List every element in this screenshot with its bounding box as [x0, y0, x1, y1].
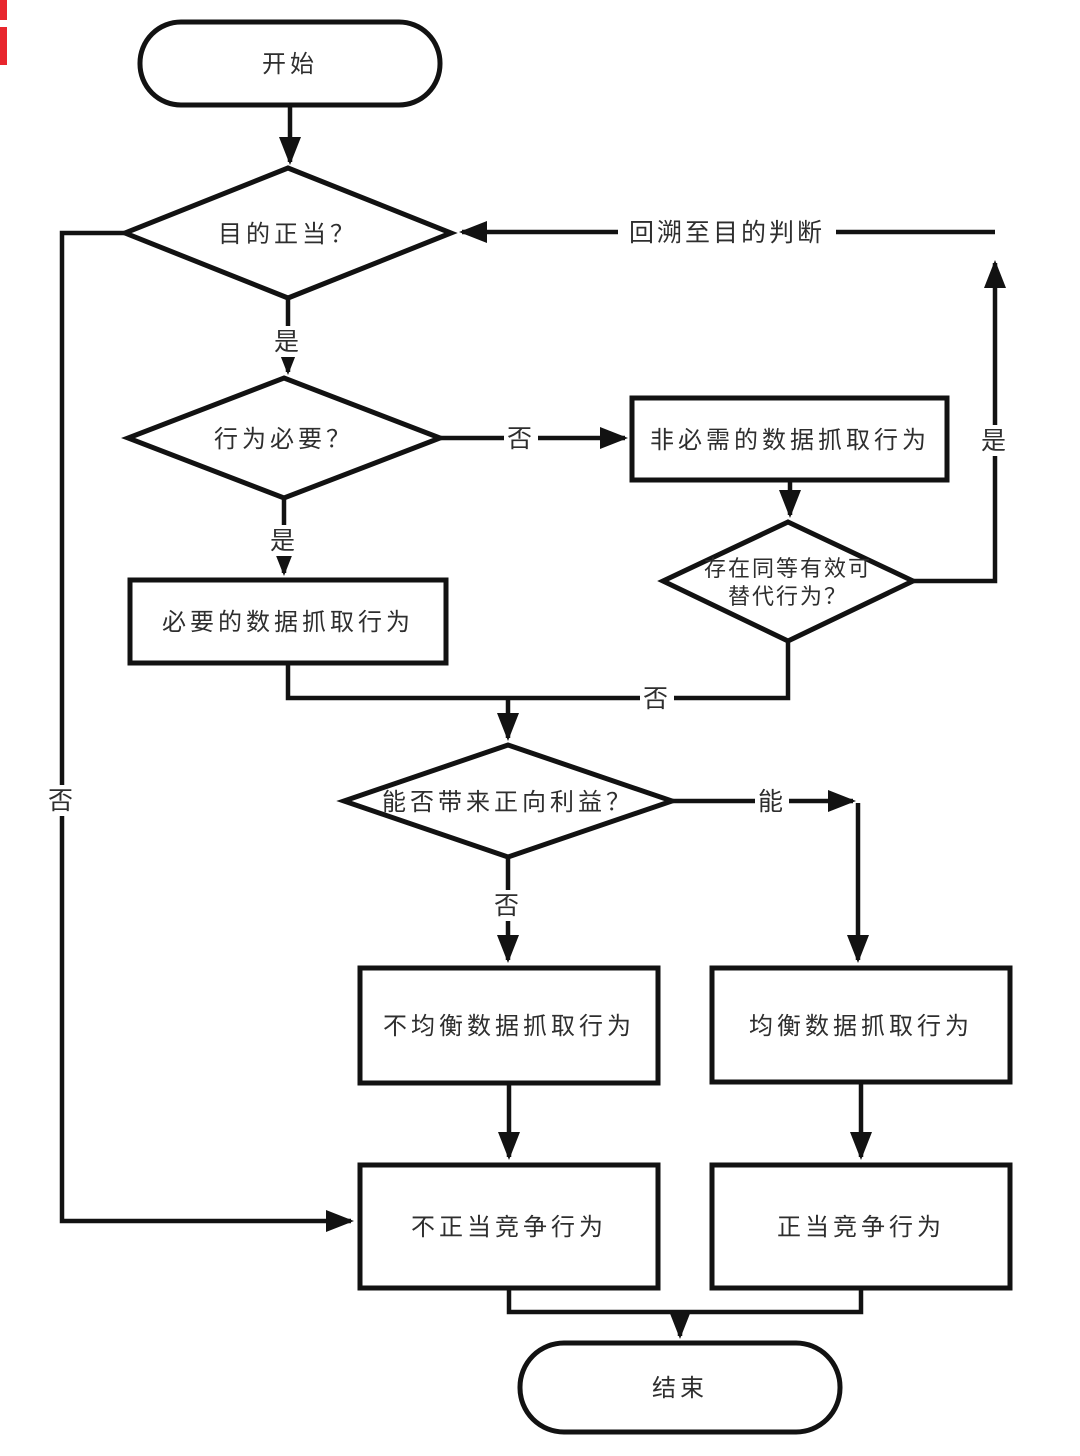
- fair-box-label: 正当竞争行为: [777, 1214, 945, 1241]
- label-text: 否: [643, 685, 671, 713]
- label-bg: [45, 785, 79, 816]
- alternative-label-line1: 存在同等有效可: [704, 556, 872, 581]
- alternative-diamond: [657, 519, 919, 644]
- end-capsule: [517, 1340, 843, 1435]
- node-start: 开始: [137, 19, 443, 108]
- label-text: 否: [494, 892, 522, 920]
- necessary-diamond: [121, 375, 447, 501]
- edge-label-necessary-yes: 是: [267, 525, 301, 556]
- start-capsule: [137, 19, 443, 108]
- label-text: 是: [981, 427, 1009, 455]
- start-label: 开始: [262, 51, 318, 78]
- label-text: 回溯至目的判断: [629, 219, 825, 247]
- edge-label-backtrack: 回溯至目的判断: [618, 216, 836, 248]
- node-unbalanced-box: 不均衡数据抓取行为: [357, 965, 661, 1086]
- edge-label-purpose-yes: 是: [271, 326, 305, 357]
- node-alternative-decision: 存在同等有效可 替代行为？: [657, 519, 919, 644]
- red-edge-mark-top: [0, 0, 7, 20]
- edge-label-alternative-yes: 是: [978, 425, 1012, 456]
- benefit-diamond: [336, 742, 680, 860]
- node-nonessential-box: 非必需的数据抓取行为: [629, 395, 950, 483]
- unbalanced-box-rect: [357, 965, 661, 1086]
- edge-label-alternative-no: 否: [640, 683, 674, 714]
- nonessential-box-label: 非必需的数据抓取行为: [650, 427, 930, 454]
- edge-label-benefit-no: 否: [491, 890, 525, 921]
- edge-label-necessary-no: 否: [504, 423, 538, 454]
- necessary-box-rect: [127, 577, 449, 666]
- unfair-box-label: 不正当竞争行为: [411, 1214, 607, 1241]
- node-necessary-box: 必要的数据抓取行为: [127, 577, 449, 666]
- label-bg: [640, 683, 674, 714]
- red-edge-mark-lower: [0, 27, 7, 65]
- label-bg: [504, 423, 538, 454]
- benefit-label: 能否带来正向利益？: [382, 789, 634, 816]
- node-balanced-box: 均衡数据抓取行为: [709, 965, 1013, 1085]
- purpose-label: 目的正当？: [218, 221, 358, 248]
- label-text: 是: [270, 527, 298, 555]
- alternative-label-line2: 替代行为？: [728, 584, 848, 609]
- node-necessary-decision: 行为必要？: [121, 375, 447, 501]
- unfair-box-rect: [357, 1162, 661, 1291]
- label-bg: [267, 525, 301, 556]
- end-label: 结束: [652, 1375, 708, 1402]
- label-bg: [491, 890, 525, 921]
- balanced-box-label: 均衡数据抓取行为: [749, 1013, 973, 1040]
- node-purpose-decision: 目的正当？: [118, 165, 458, 301]
- unbalanced-box-label: 不均衡数据抓取行为: [383, 1013, 635, 1040]
- edge-merge-bar: [285, 641, 791, 701]
- fair-box-rect: [709, 1162, 1013, 1291]
- edge-alternative-yes-up: [913, 260, 1006, 584]
- label-text: 否: [507, 425, 535, 453]
- edge-bottom-merge-bar: [506, 1288, 864, 1315]
- label-bg: [618, 216, 836, 248]
- label-bg: [978, 425, 1012, 456]
- label-text: 是: [274, 328, 302, 356]
- necessary-label: 行为必要？: [214, 426, 354, 453]
- node-unfair-box: 不正当竞争行为: [357, 1162, 661, 1291]
- node-benefit-decision: 能否带来正向利益？: [336, 742, 680, 860]
- necessary-box-label: 必要的数据抓取行为: [162, 609, 414, 636]
- label-text: 否: [48, 787, 76, 815]
- node-end: 结束: [517, 1340, 843, 1435]
- node-fair-box: 正当竞争行为: [709, 1162, 1013, 1291]
- nonessential-box-rect: [629, 395, 950, 483]
- purpose-diamond: [118, 165, 458, 301]
- label-text: 能: [758, 788, 786, 816]
- label-bg: [271, 326, 305, 357]
- label-bg: [755, 786, 789, 817]
- edge-label-benefit-can: 能: [755, 786, 789, 817]
- balanced-box-rect: [709, 965, 1013, 1085]
- edge-label-purpose-no: 否: [45, 785, 79, 816]
- edge-purpose-no-left: [59, 230, 354, 1232]
